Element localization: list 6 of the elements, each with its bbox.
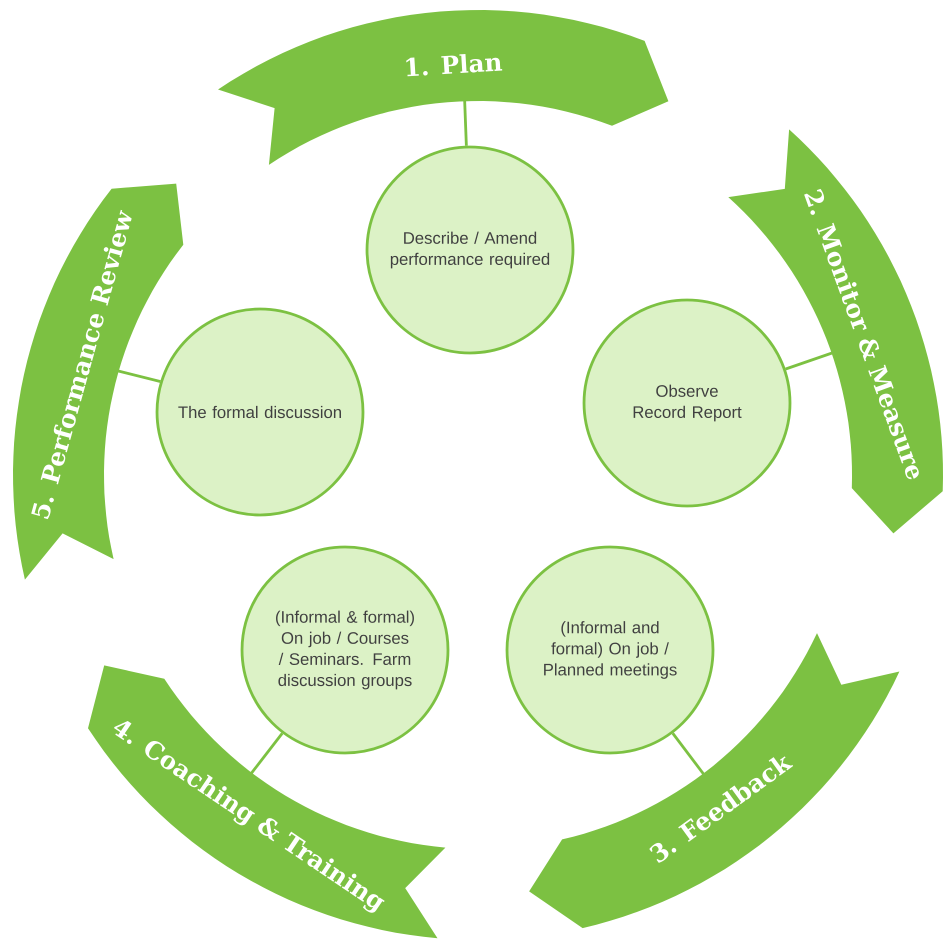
connector-line (463, 99, 468, 146)
connector-line (672, 732, 706, 776)
connector-line (249, 732, 284, 776)
curved-arrow-banner: 1. Plan (218, 10, 668, 165)
connector-line (785, 351, 834, 370)
connector-line (116, 369, 161, 383)
